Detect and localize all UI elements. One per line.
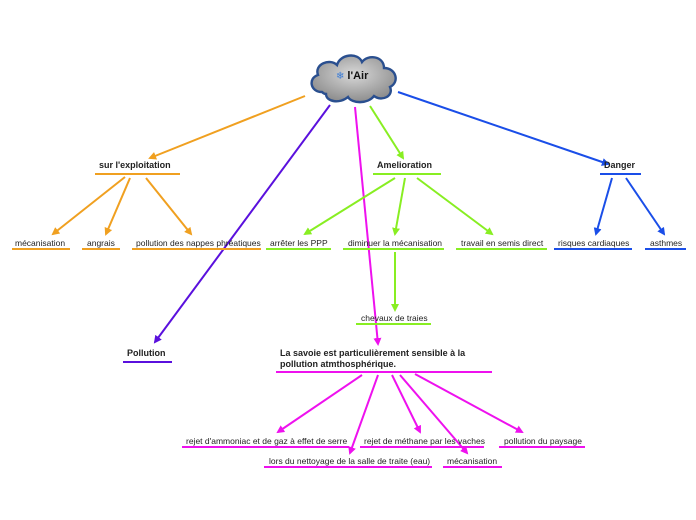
- edge-danger-asthmes: [625, 177, 666, 236]
- edge-danger-cardiaques: [593, 177, 613, 236]
- cloud-icon: [310, 54, 397, 104]
- edge-savoie-mecanisation: [399, 374, 469, 455]
- subtopic-nappes[interactable]: pollution des nappes phréatiques: [136, 238, 261, 248]
- edge-savoie-nettoyage: [348, 374, 379, 455]
- topic-amelioration[interactable]: Amelioration: [377, 160, 433, 170]
- edge-amelioration-ppp: [303, 177, 396, 236]
- subtopic-mecanisation-2[interactable]: mécanisation: [447, 456, 498, 466]
- topic-danger[interactable]: Danger: [604, 160, 636, 170]
- edge-savoie-ammoniac: [276, 374, 363, 434]
- snowflake-icon: ❄: [336, 70, 345, 82]
- subtopic-mecanisation[interactable]: mécanisation: [15, 238, 66, 248]
- topic-savoie[interactable]: La savoie est particulièrement sensible …: [280, 348, 466, 369]
- topic-pollution[interactable]: Pollution: [127, 348, 166, 358]
- topic-exploitation[interactable]: sur l'exploitation: [99, 160, 171, 170]
- edge-exploitation-angrais: [104, 177, 131, 236]
- subtopic-ammoniac[interactable]: rejet d'ammoniac et de gaz à effet de se…: [186, 436, 348, 446]
- edge-root-danger: [397, 91, 610, 166]
- edge-root-exploitation: [148, 95, 306, 160]
- subtopic-asthmes[interactable]: asthmes: [650, 238, 683, 248]
- root-node[interactable]: ❄ l'Air: [304, 48, 404, 108]
- subtopic-ppp[interactable]: arrêter les PPP: [270, 238, 328, 248]
- edge-amelioration-diminuer: [392, 177, 406, 236]
- edge-exploitation-nappes: [145, 177, 193, 236]
- subtopic-nettoyage[interactable]: lors du nettoyage de la salle de traite …: [269, 456, 431, 466]
- edge-exploitation-mecanisation: [51, 176, 126, 236]
- edge-root-pollution: [153, 104, 331, 344]
- edge-root-amelioration: [369, 105, 405, 160]
- edge-savoie-methane: [391, 374, 421, 434]
- subtopic-cardiaques[interactable]: risques cardiaques: [558, 238, 630, 248]
- subtopic-semis[interactable]: travail en semis direct: [461, 238, 544, 248]
- subtopic-paysage[interactable]: pollution du paysage: [504, 436, 582, 446]
- subtopic-diminuer[interactable]: diminuer la mécanisation: [348, 238, 443, 248]
- subtopic-angrais[interactable]: angrais: [87, 238, 115, 248]
- edge-amelioration-semis: [416, 177, 494, 236]
- subtopic-methane[interactable]: rejet de méthane par les vaches: [364, 436, 485, 446]
- root-label: l'Air: [347, 70, 369, 82]
- edge-root-savoie: [354, 106, 382, 346]
- edge-savoie-paysage: [414, 373, 524, 433]
- subtopic-chevaux[interactable]: chevaux de traies: [361, 313, 428, 323]
